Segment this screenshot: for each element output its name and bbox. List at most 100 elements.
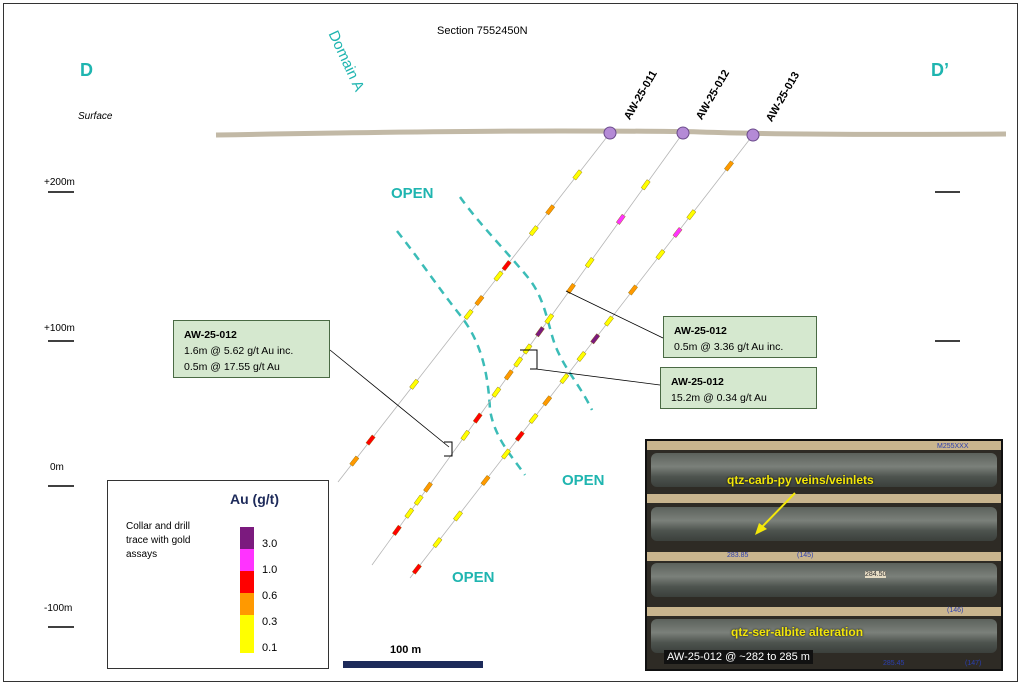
callout-line: 0.5m @ 3.36 g/t Au inc. (674, 341, 784, 353)
assay-interval (522, 343, 533, 355)
assay-interval (413, 494, 424, 506)
collar-aw-25-012[interactable] (676, 126, 690, 140)
open-label-upper: OPEN (391, 185, 434, 202)
assay-interval (724, 160, 734, 172)
assay-interval (544, 313, 555, 325)
core-depth-mark: 283.85 (727, 552, 749, 559)
elevation-label-100: +100m (44, 323, 75, 334)
collar-aw-25-011[interactable] (603, 126, 617, 140)
assay-intervals (349, 160, 734, 575)
assay-interval (513, 356, 524, 368)
elevation-label-0: 0m (50, 462, 64, 473)
callout-title: AW-25-012 (184, 329, 237, 341)
assay-interval (566, 282, 576, 295)
surface-line (215, 128, 1007, 138)
legend-box (107, 480, 329, 669)
legend-value: 1.0 (262, 564, 278, 576)
assay-interval (528, 413, 539, 424)
assay-interval (460, 429, 471, 441)
assay-interval (472, 412, 483, 424)
core-row (651, 507, 997, 541)
assay-interval (559, 373, 570, 385)
core-annotation-veins: qtz-carb-py veins/veinlets (727, 473, 874, 487)
assay-interval (528, 225, 539, 237)
assay-interval (432, 537, 443, 549)
core-depth-mark: (145) (797, 552, 814, 559)
callout-leader-upper-right (565, 290, 664, 339)
section-title: Section 7552450N (437, 25, 528, 37)
core-tray (647, 607, 1001, 616)
assay-interval (672, 227, 683, 238)
scale-bar-label: 100 m (390, 644, 422, 656)
assay-interval (603, 315, 614, 327)
elevation-label-neg100: -100m (44, 603, 73, 614)
assay-interval (349, 455, 360, 467)
legend-swatch-3-0 (240, 527, 254, 549)
assay-interval (576, 351, 587, 362)
callout-title: AW-25-012 (671, 376, 724, 388)
legend-value: 0.1 (262, 642, 278, 654)
core-depth-mark: (146) (947, 607, 964, 614)
assay-interval (545, 204, 556, 216)
assay-interval (392, 524, 402, 536)
core-photo: M255XXX 283.85 (145) 284.50 285.45 (146)… (645, 439, 1003, 671)
core-tray (647, 552, 1001, 561)
core-row (651, 619, 997, 653)
legend-value: 0.3 (262, 616, 278, 628)
surface-label: Surface (78, 111, 113, 122)
callout-bracket-left (444, 441, 453, 457)
elevation-label-200: +200m (44, 177, 75, 188)
assay-interval (463, 309, 474, 320)
core-photo-caption: AW-25-012 @ ~282 to 285 m (664, 650, 813, 664)
assay-interval (572, 169, 583, 181)
legend-swatch-0-6 (240, 571, 254, 593)
scale-bar (343, 661, 483, 668)
collar-aw-25-013[interactable] (746, 128, 760, 142)
callout-bracket-lower-right (520, 349, 538, 370)
assay-interval (501, 260, 512, 272)
legend-swatch-0-3 (240, 593, 254, 615)
assay-interval (404, 507, 415, 519)
legend-swatch-0-1 (240, 615, 254, 653)
assay-interval (542, 395, 553, 407)
domain-boundary-right (458, 196, 594, 411)
assay-interval (615, 213, 626, 225)
core-annotation-alteration: qtz-ser-albite alteration (731, 625, 864, 639)
callout-line: 1.6m @ 5.62 g/t Au inc. (184, 345, 294, 357)
callout-title: AW-25-012 (674, 325, 727, 337)
core-depth-mark: 285.45 (883, 660, 905, 667)
open-label-right: OPEN (562, 472, 605, 489)
assay-interval (686, 209, 697, 221)
callout-aw-25-012-upper: AW-25-012 0.5m @ 3.36 g/t Au inc. (663, 316, 817, 358)
core-box-mark: M255XXX (937, 443, 969, 450)
legend-description-line: Collar and drill (126, 521, 190, 532)
core-annotation-arrow (755, 492, 796, 535)
assay-interval (503, 369, 514, 381)
core-depth-tag: 284.50 (865, 571, 887, 578)
assay-interval (480, 475, 491, 486)
assay-interval (411, 563, 422, 575)
drill-trace-aw-25-011 (337, 132, 611, 483)
core-depth-mark: (147) (965, 660, 982, 667)
assay-interval (590, 333, 601, 345)
callout-line: 15.2m @ 0.34 g/t Au (671, 392, 767, 404)
legend-description-line: trace with gold (126, 535, 191, 546)
section-end-left-label: D (80, 60, 93, 80)
core-tray (647, 494, 1001, 503)
open-label-lower: OPEN (452, 569, 495, 586)
assay-interval (501, 448, 511, 460)
callout-leader-lower-right (535, 368, 661, 386)
legend-value: 3.0 (262, 538, 278, 550)
assay-interval (423, 481, 433, 493)
section-end-right-label: D’ (931, 60, 949, 80)
callout-aw-25-012-high-grade: AW-25-012 1.6m @ 5.62 g/t Au inc. 0.5m @… (173, 320, 330, 378)
assay-interval (365, 434, 376, 446)
assay-interval (453, 510, 463, 522)
assay-interval (628, 284, 638, 296)
legend-description: Collar and drill trace with gold assays (126, 520, 206, 562)
assay-interval (474, 295, 485, 306)
core-tray (647, 441, 1001, 450)
core-row (651, 453, 997, 487)
assay-interval (655, 249, 666, 261)
domain-boundary-left (396, 230, 527, 476)
